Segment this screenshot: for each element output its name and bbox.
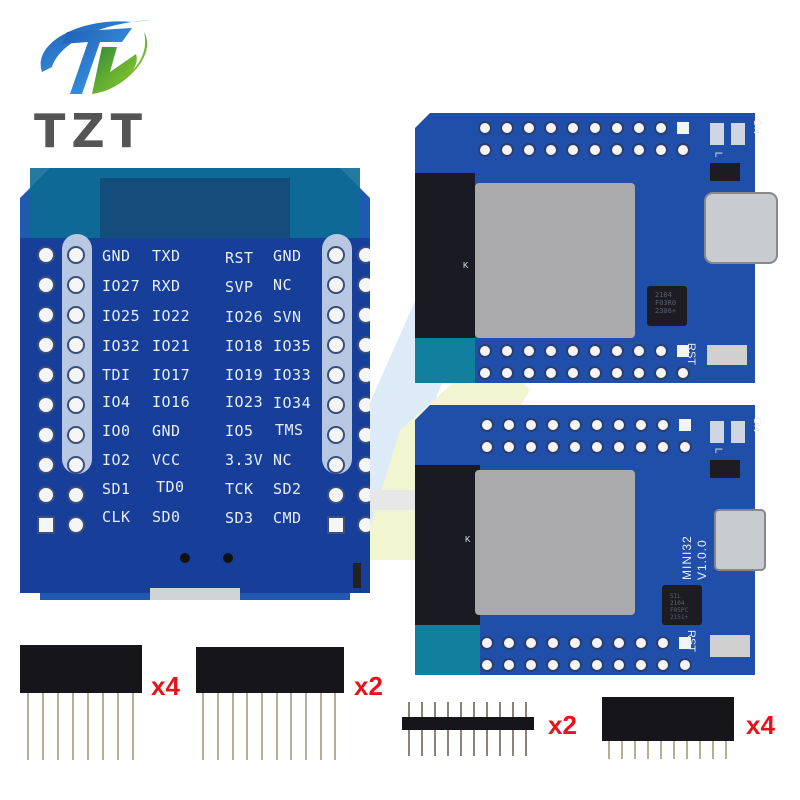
pin-label: GND [152, 422, 181, 440]
header-10pin-female-long [196, 647, 346, 765]
pin-label: RST [225, 249, 254, 267]
quantity-label: x4 [151, 671, 180, 701]
pin-label: IO35 [273, 337, 312, 355]
esp32-board-front-usbc: 2104 F03R0 2306+ RST L ON K [415, 113, 785, 383]
brand-logo-mark [32, 12, 156, 100]
reset-label: RST [685, 630, 697, 652]
pin-label: IO21 [152, 337, 191, 355]
pin-label: IO2 [102, 451, 131, 469]
pin-label: IO32 [102, 337, 141, 355]
header-10pin-male [402, 700, 537, 760]
header-10pin-female-short [602, 697, 737, 762]
led-l-label: L [712, 447, 724, 454]
pcb-front-microusb [415, 405, 766, 675]
chip-marking: 2104 [655, 291, 672, 299]
pin-label: TD0 [156, 478, 185, 496]
pin-label: SD2 [273, 480, 302, 498]
pin-label: TXD [152, 247, 181, 265]
pin-label: TMS [275, 421, 304, 439]
pin-label: IO5 [225, 422, 254, 440]
pin-label: IO26 [225, 308, 264, 326]
brand-logo-text: TZT [33, 104, 149, 158]
pin-label: SD0 [152, 508, 181, 526]
header-icon [20, 645, 142, 760]
pin-label: CMD [273, 509, 302, 527]
chip-marking: 2104 [670, 600, 685, 607]
pcb-outline [20, 168, 370, 600]
quantity-label: x2 [354, 671, 383, 701]
pin-label: VCC [152, 451, 181, 469]
antenna-mark: K [463, 261, 469, 270]
pin-label: IO34 [273, 394, 312, 412]
pin-label: IO0 [102, 422, 131, 440]
pin-label: IO16 [152, 393, 191, 411]
pin-label: SVN [273, 308, 302, 326]
antenna-mark: K [465, 535, 471, 544]
pin-label: GND [102, 247, 131, 265]
pin-label: IO17 [152, 366, 191, 384]
chip-marking: F03R0 [655, 299, 677, 307]
pcb-front-usbc [415, 113, 778, 383]
quantity-label: x4 [746, 710, 775, 740]
tzt-logo-icon [40, 20, 152, 94]
reset-label: RST [685, 343, 697, 365]
led-l-label: L [712, 151, 724, 158]
pin-label: IO25 [102, 307, 141, 325]
pin-label: IO22 [152, 307, 191, 325]
pin-label: SD1 [102, 480, 131, 498]
pin-label: TDI [102, 366, 131, 384]
header-8pin-female-long [20, 645, 145, 765]
pin-label: CLK [102, 508, 131, 526]
chip-marking: 2306+ [655, 307, 677, 315]
pin-label: IO4 [102, 393, 131, 411]
pin-label: 3.3V [225, 451, 264, 469]
pin-label: RXD [152, 277, 181, 295]
version-label: V1.0.0 [695, 539, 709, 580]
pin-label: IO18 [225, 337, 264, 355]
chip-marking: SIL [670, 593, 681, 600]
chip-marking: F05PC [670, 607, 689, 614]
pin-label: NC [273, 276, 293, 294]
pin-label: IO19 [225, 366, 264, 384]
header-icon [196, 647, 344, 760]
pin-label: SD3 [225, 509, 254, 527]
chip-marking: 2151+ [670, 614, 689, 621]
pin-label: IO27 [102, 277, 141, 295]
led-on-label: ON [751, 417, 762, 432]
pin-label: SVP [225, 278, 254, 296]
esp32-board-front-microusb: SIL 2104 F05PC 2151+ MINI32 V1.0.0 RST L… [415, 405, 785, 675]
header-icon [602, 697, 734, 759]
pin-label: TCK [225, 480, 254, 498]
quantity-label: x2 [548, 710, 577, 740]
pin-label: IO23 [225, 393, 264, 411]
pin-label: GND [273, 247, 302, 265]
header-icon [402, 702, 534, 756]
pin-label: IO33 [273, 366, 312, 384]
esp32-board-back: GND IO27 IO25 IO32 TDI IO4 IO0 IO2 SD1 C… [20, 168, 370, 600]
led-on-label: ON [751, 119, 762, 134]
model-label: MINI32 [680, 535, 694, 580]
pin-label: NC [273, 451, 293, 469]
